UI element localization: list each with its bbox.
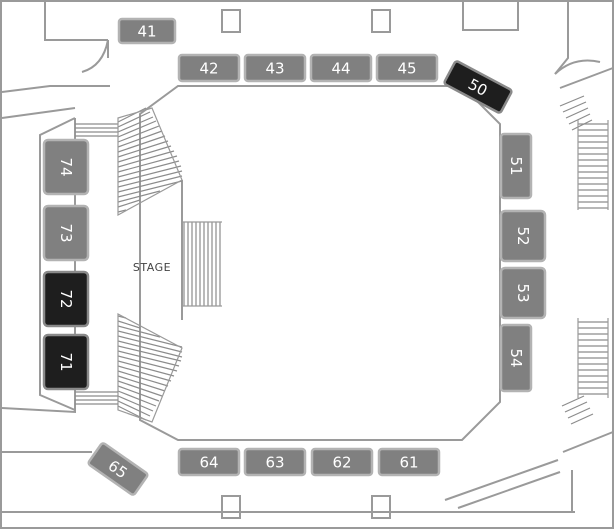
section-54[interactable]: 54 xyxy=(499,323,533,393)
stairs-right-bottom xyxy=(561,318,609,425)
section-61-label: 61 xyxy=(399,454,418,472)
section-73[interactable]: 73 xyxy=(42,204,90,262)
section-45-label: 45 xyxy=(397,60,416,78)
section-64[interactable]: 64 xyxy=(177,447,241,477)
stage-label: STAGE xyxy=(133,261,171,274)
stairs-stage-front xyxy=(182,221,222,307)
stairs-upper-wedge xyxy=(117,107,183,217)
section-52-label: 52 xyxy=(514,226,532,245)
stairs xyxy=(75,95,609,425)
section-51-label: 51 xyxy=(507,156,525,175)
floor-outline xyxy=(39,85,501,441)
section-53-label: 53 xyxy=(514,283,532,302)
section-62[interactable]: 62 xyxy=(310,447,374,477)
stairs-lower-wedge xyxy=(117,313,183,423)
stairs-left-bottom xyxy=(75,391,118,405)
section-74-label: 74 xyxy=(57,157,75,176)
section-41[interactable]: 41 xyxy=(117,17,177,45)
section-44-label: 44 xyxy=(331,60,350,78)
section-42[interactable]: 42 xyxy=(177,53,241,83)
section-63[interactable]: 63 xyxy=(243,447,307,477)
section-45[interactable]: 45 xyxy=(375,53,439,83)
section-72-label: 72 xyxy=(57,289,75,308)
section-71[interactable]: 71 xyxy=(42,333,90,391)
stairs-right-top xyxy=(559,95,609,210)
section-74[interactable]: 74 xyxy=(42,138,90,196)
section-65[interactable]: 65 xyxy=(87,442,149,496)
section-44[interactable]: 44 xyxy=(309,53,373,83)
section-62-label: 62 xyxy=(332,454,351,472)
section-71-label: 71 xyxy=(57,352,75,371)
section-73-label: 73 xyxy=(57,223,75,242)
section-43[interactable]: 43 xyxy=(243,53,307,83)
section-51[interactable]: 51 xyxy=(499,132,533,200)
section-43-label: 43 xyxy=(265,60,284,78)
section-41-label: 41 xyxy=(137,23,156,41)
sections: 41 42 43 44 45 50 51 52 xyxy=(42,17,547,496)
section-50[interactable]: 50 xyxy=(443,60,513,114)
section-52[interactable]: 52 xyxy=(499,209,547,263)
stairs-left-top xyxy=(75,123,118,137)
section-61[interactable]: 61 xyxy=(377,447,441,477)
section-53[interactable]: 53 xyxy=(499,266,547,320)
section-63-label: 63 xyxy=(265,454,284,472)
section-64-label: 64 xyxy=(199,454,218,472)
section-72[interactable]: 72 xyxy=(42,270,90,328)
section-54-label: 54 xyxy=(507,348,525,367)
section-42-label: 42 xyxy=(199,60,218,78)
